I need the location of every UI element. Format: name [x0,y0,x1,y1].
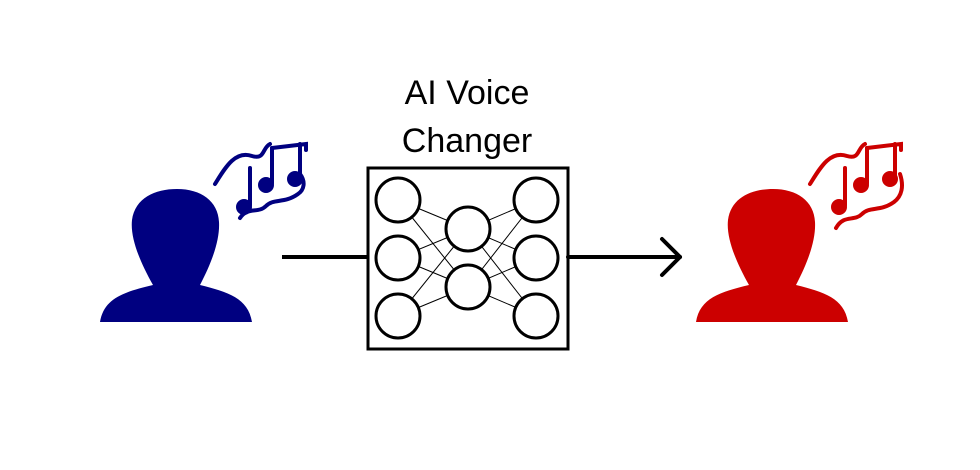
target-music-notes-icon [808,141,904,230]
source-music-notes-icon [213,141,308,220]
target-person-icon [696,189,848,322]
arrow-right-icon [566,237,682,277]
network-node-layer-2 [444,205,492,253]
network-node-layer-1 [374,292,422,340]
neural-network-icon [374,176,560,340]
network-node-layer-3 [512,176,560,224]
network-node-layer-1 [374,176,422,224]
target-speaker [696,141,904,322]
title-line-2: Changer [402,122,532,160]
source-person-icon [100,189,252,322]
network-node-layer-3 [512,234,560,282]
network-node-layer-1 [374,234,422,282]
network-node-layer-2 [444,263,492,311]
source-speaker [100,141,308,322]
network-node-layer-3 [512,292,560,340]
title-line-1: AI Voice [405,74,530,112]
